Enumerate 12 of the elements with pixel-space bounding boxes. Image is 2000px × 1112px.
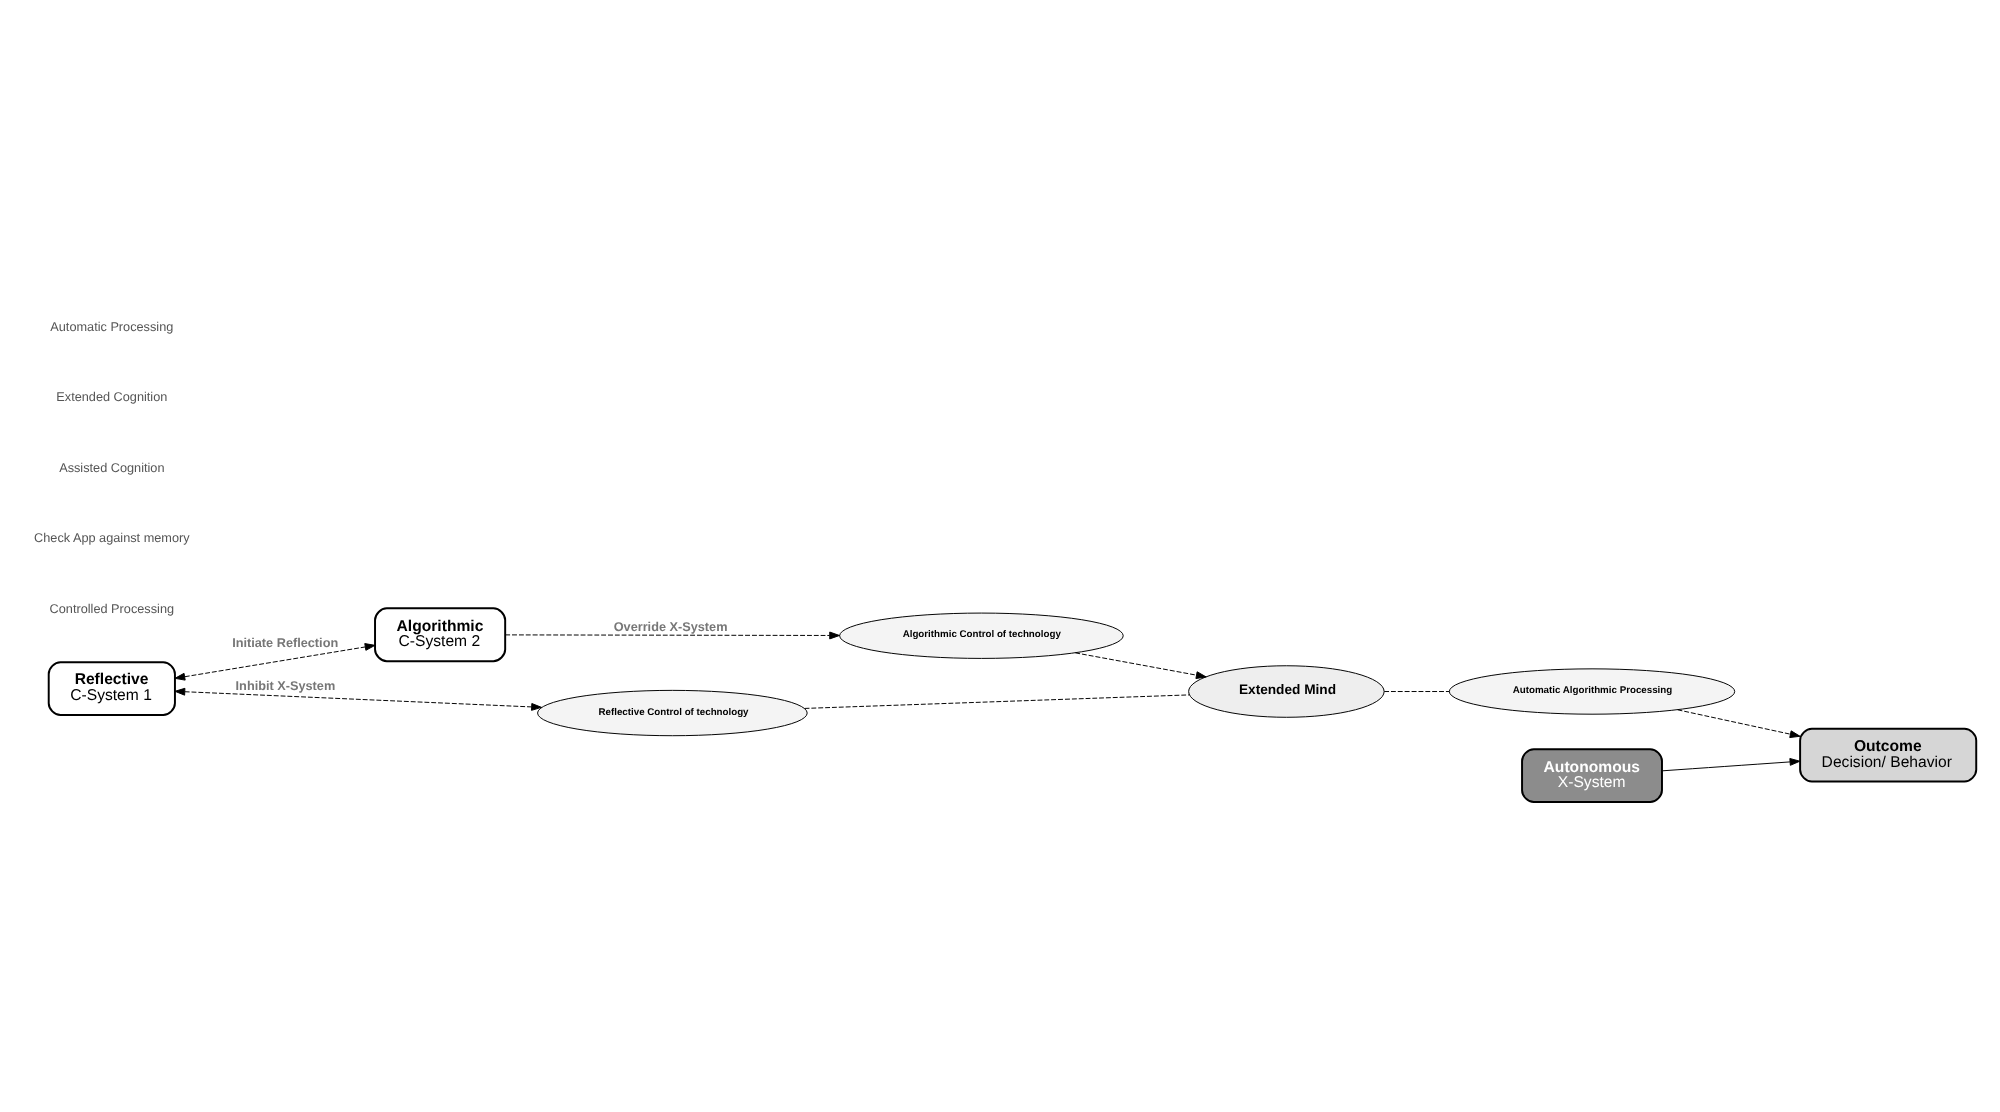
- node-box: Algorithmic C-System 2: [374, 607, 507, 663]
- arrow: [174, 687, 542, 711]
- arrow: [504, 631, 840, 640]
- node-box: Autonomous X-System: [1521, 748, 1663, 804]
- connector: [804, 694, 1190, 709]
- arrow: [1677, 709, 1801, 739]
- connector: [1383, 691, 1450, 692]
- arrow: [1661, 758, 1801, 772]
- arrow: [174, 643, 376, 681]
- node-box: Reflective C-System 1: [47, 661, 176, 716]
- arrow: [1074, 652, 1207, 679]
- node-box: Outcome Decision/ Behavior: [1799, 727, 1978, 783]
